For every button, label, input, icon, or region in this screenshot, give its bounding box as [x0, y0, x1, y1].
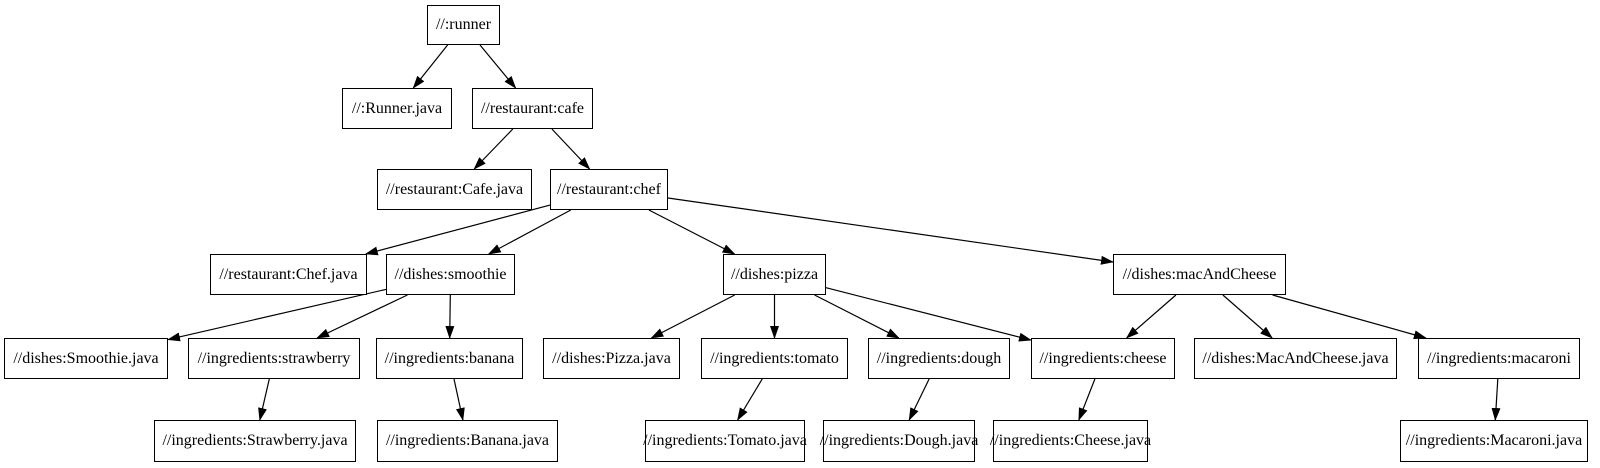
graph-node-label: //ingredients:Tomato.java	[643, 432, 807, 449]
graph-node-smoothie: //dishes:smoothie	[386, 254, 515, 295]
graph-node-runner-java: //:Runner.java	[342, 88, 452, 129]
graph-node-label: //dishes:Pizza.java	[552, 349, 671, 367]
graph-node-tomato: //ingredients:tomato	[701, 338, 848, 379]
edge-pizza-to-cheese	[825, 287, 1032, 342]
graph-node-tomato-java: //ingredients:Tomato.java	[643, 420, 807, 462]
edge-mac-and-cheese-to-cheese	[1125, 294, 1177, 339]
graph-node-label: //dishes:macAndCheese	[1122, 265, 1277, 283]
edge-cafe-to-cafe-java	[473, 128, 514, 170]
graph-node-smoothie-java: //dishes:Smoothie.java	[4, 338, 168, 379]
graph-node-label: //ingredients:Macaroni.java	[1405, 432, 1583, 449]
graph-node-banana-java: //ingredients:Banana.java	[377, 420, 558, 462]
graph-node-label: //ingredients:banana	[384, 349, 515, 367]
graph-node-strawberry: //ingredients:strawberry	[188, 338, 360, 379]
edge-chef-to-pizza	[648, 209, 736, 255]
graph-node-label: //ingredients:Dough.java	[819, 432, 979, 449]
graph-node-label: //ingredients:Cheese.java	[989, 432, 1152, 449]
graph-node-macaroni: //ingredients:macaroni	[1418, 338, 1580, 379]
graph-node-label: //dishes:Smoothie.java	[13, 349, 159, 367]
edge-tomato-to-tomato-java	[737, 378, 763, 421]
edge-pizza-to-pizza-java	[650, 294, 735, 339]
graph-node-label: //restaurant:chef	[557, 180, 661, 198]
edge-cafe-to-chef	[551, 128, 591, 170]
edge-pizza-to-dough	[814, 294, 900, 339]
graph-node-mac-and-cheese-java: //dishes:MacAndCheese.java	[1194, 338, 1397, 379]
edge-mac-and-cheese-to-macaroni	[1272, 294, 1427, 340]
graph-node-chef-java: //restaurant:Chef.java	[210, 254, 367, 295]
edge-smoothie-to-banana	[445, 294, 455, 339]
edge-strawberry-to-strawberry-java	[258, 378, 270, 421]
graph-node-label: //ingredients:tomato	[710, 349, 839, 367]
graph-node-label: //dishes:pizza	[730, 265, 819, 283]
graph-node-label: //ingredients:strawberry	[197, 349, 351, 367]
graph-node-pizza: //dishes:pizza	[723, 254, 826, 295]
graph-node-label: //restaurant:Cafe.java	[385, 180, 524, 198]
graph-node-mac-and-cheese: //dishes:macAndCheese	[1113, 254, 1286, 295]
graph-node-label: //:runner	[435, 16, 492, 33]
graph-node-banana: //ingredients:banana	[376, 338, 523, 379]
edge-macaroni-to-macaroni-java	[1491, 378, 1501, 421]
graph-node-chef: //restaurant:chef	[550, 169, 668, 210]
graph-node-cafe: //restaurant:cafe	[472, 88, 593, 129]
graph-node-label: //ingredients:macaroni	[1427, 349, 1571, 367]
graph-node-macaroni-java: //ingredients:Macaroni.java	[1400, 420, 1588, 462]
graph-node-label: //ingredients:Banana.java	[385, 432, 550, 449]
graph-node-label: //restaurant:cafe	[480, 99, 585, 117]
graph-node-strawberry-java: //ingredients:Strawberry.java	[154, 420, 356, 462]
graph-node-label: //ingredients:cheese	[1039, 349, 1167, 367]
graph-node-runner: //:runner	[427, 5, 500, 45]
edge-smoothie-to-strawberry	[316, 294, 408, 339]
edge-runner-to-runner-java	[412, 44, 449, 89]
edge-runner-to-cafe	[479, 44, 517, 89]
edge-dough-to-dough-java	[908, 378, 930, 421]
graph-node-cheese: //ingredients:cheese	[1031, 338, 1175, 379]
edge-chef-to-smoothie	[487, 209, 572, 255]
edge-cheese-to-cheese-java	[1078, 378, 1096, 421]
graph-node-dough: //ingredients:dough	[868, 338, 1010, 379]
edge-chef-to-chef-java	[364, 204, 551, 256]
graph-node-label: //restaurant:Chef.java	[219, 265, 358, 283]
edge-mac-and-cheese-to-mac-and-cheese-java	[1222, 294, 1273, 339]
graph-node-label: //dishes:MacAndCheese.java	[1202, 349, 1389, 367]
graph-node-cafe-java: //restaurant:Cafe.java	[377, 169, 532, 210]
graph-node-label: //:Runner.java	[351, 99, 443, 117]
edge-chef-to-mac-and-cheese	[667, 197, 1114, 265]
edge-smoothie-to-smoothie-java	[167, 288, 387, 342]
edge-banana-to-banana-java	[453, 378, 465, 421]
graph-node-label: //ingredients:dough	[876, 349, 1002, 367]
graph-node-label: //dishes:smoothie	[394, 265, 507, 283]
graph-node-dough-java: //ingredients:Dough.java	[820, 420, 978, 462]
graph-node-pizza-java: //dishes:Pizza.java	[543, 338, 680, 379]
graph-node-label: //ingredients:Strawberry.java	[162, 432, 348, 449]
graph-node-cheese-java: //ingredients:Cheese.java	[989, 420, 1152, 462]
